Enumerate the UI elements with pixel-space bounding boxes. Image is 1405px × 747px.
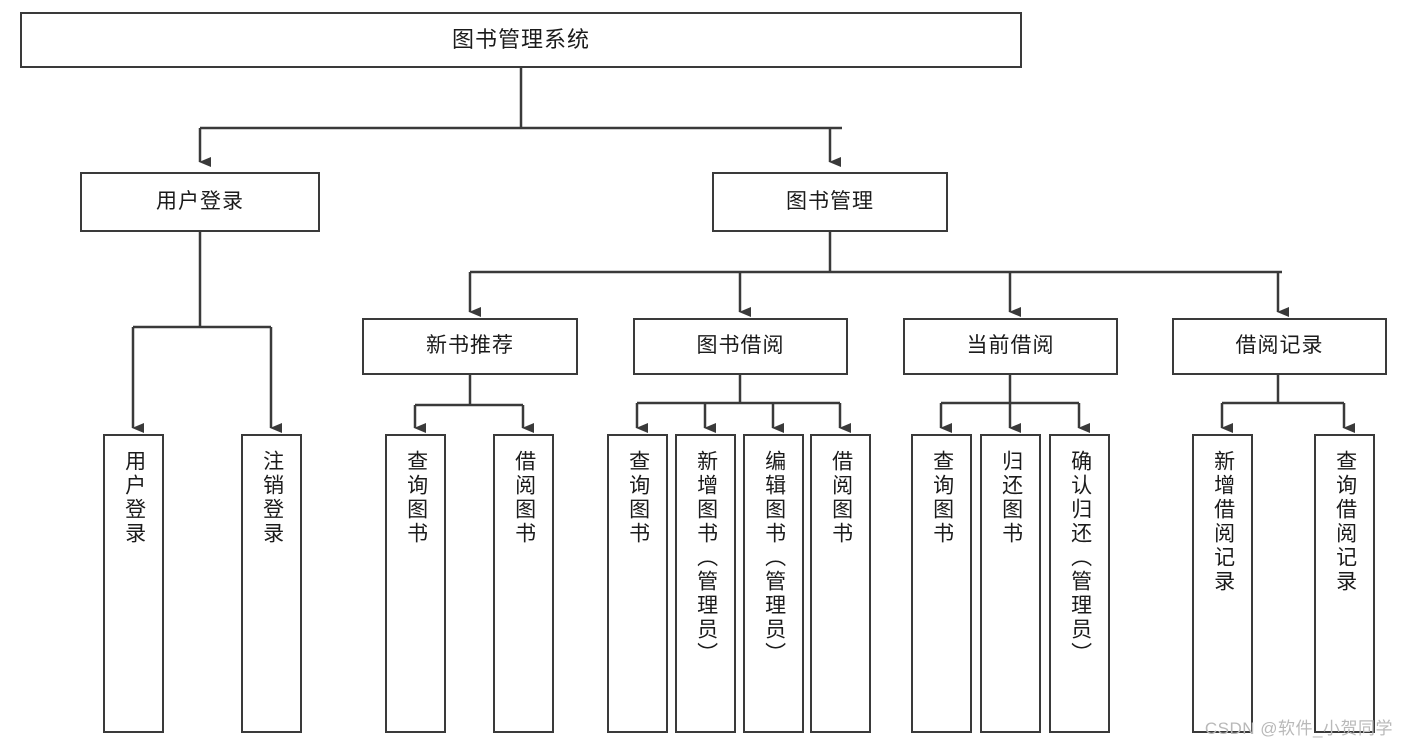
leaf-book-borrow-add-label: 新增图书（管理员） (694, 450, 718, 666)
node-current-borrow-label: 当前借阅 (966, 334, 1055, 358)
node-book-management-label: 图书管理 (786, 189, 874, 213)
leaf-current-borrow-confirm[interactable]: 确认归还（管理员） (1049, 434, 1110, 733)
leaf-book-borrow-add[interactable]: 新增图书（管理员） (675, 434, 736, 733)
leaf-book-borrow-edit-label: 编辑图书（管理员） (762, 450, 786, 666)
leaf-book-borrow-edit[interactable]: 编辑图书（管理员） (743, 434, 804, 733)
leaf-new-book-query[interactable]: 查询图书 (385, 434, 446, 733)
leaf-current-borrow-query[interactable]: 查询图书 (911, 434, 972, 733)
leaf-user-login-logout[interactable]: 注销登录 (241, 434, 302, 733)
leaf-current-borrow-return-label: 归还图书 (999, 450, 1023, 546)
leaf-user-login-login[interactable]: 用户登录 (103, 434, 164, 733)
leaf-borrow-record-query[interactable]: 查询借阅记录 (1314, 434, 1375, 733)
leaf-borrow-record-query-label: 查询借阅记录 (1333, 450, 1357, 594)
leaf-borrow-record-add[interactable]: 新增借阅记录 (1192, 434, 1253, 733)
node-root-label: 图书管理系统 (451, 27, 590, 53)
leaf-book-borrow-query[interactable]: 查询图书 (607, 434, 668, 733)
node-user-login[interactable]: 用户登录 (80, 172, 320, 232)
leaf-user-login-login-label: 用户登录 (122, 450, 146, 546)
node-user-login-label: 用户登录 (156, 189, 244, 213)
leaf-new-book-borrow[interactable]: 借阅图书 (493, 434, 554, 733)
leaf-book-borrow-borrow[interactable]: 借阅图书 (810, 434, 871, 733)
leaf-book-borrow-query-label: 查询图书 (626, 450, 650, 546)
leaf-current-borrow-query-label: 查询图书 (930, 450, 954, 546)
node-book-borrow[interactable]: 图书借阅 (633, 318, 848, 375)
leaf-user-login-logout-label: 注销登录 (260, 450, 284, 546)
leaf-book-borrow-borrow-label: 借阅图书 (829, 450, 853, 546)
node-book-borrow-label: 图书借阅 (696, 334, 785, 358)
leaf-new-book-query-label: 查询图书 (404, 450, 428, 546)
leaf-borrow-record-add-label: 新增借阅记录 (1211, 450, 1235, 594)
node-current-borrow[interactable]: 当前借阅 (903, 318, 1118, 375)
leaf-current-borrow-return[interactable]: 归还图书 (980, 434, 1041, 733)
node-new-book-recommend-label: 新书推荐 (426, 334, 514, 358)
node-borrow-record[interactable]: 借阅记录 (1172, 318, 1387, 375)
node-new-book-recommend[interactable]: 新书推荐 (362, 318, 578, 375)
leaf-current-borrow-confirm-label: 确认归还（管理员） (1068, 450, 1092, 666)
leaf-new-book-borrow-label: 借阅图书 (512, 450, 536, 546)
node-root[interactable]: 图书管理系统 (20, 12, 1022, 68)
node-book-management[interactable]: 图书管理 (712, 172, 948, 232)
watermark: CSDN @软件_小贺同学 (1204, 719, 1393, 738)
node-borrow-record-label: 借阅记录 (1235, 334, 1324, 358)
